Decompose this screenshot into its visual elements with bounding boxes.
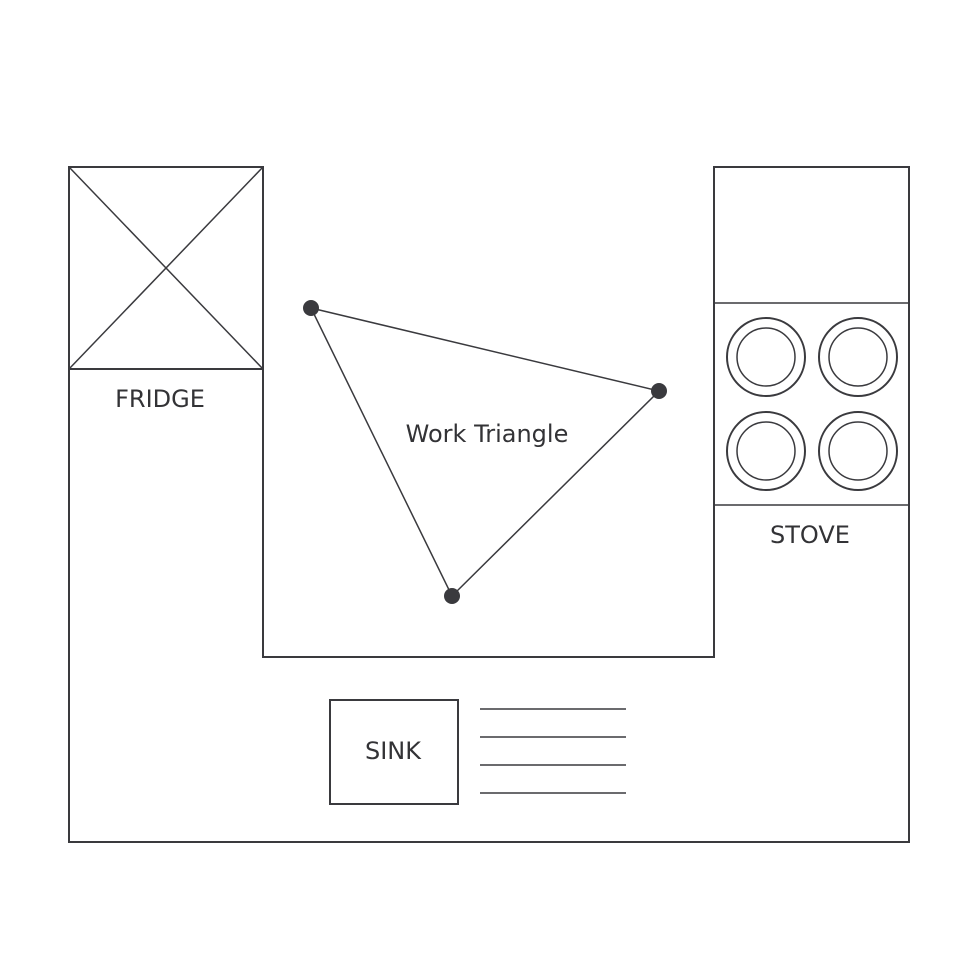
work-triangle-label: Work Triangle bbox=[406, 420, 569, 448]
sink-box bbox=[329, 699, 459, 805]
fridge-label: FRIDGE bbox=[115, 385, 205, 413]
stove bbox=[714, 302, 909, 506]
burner-top-right bbox=[818, 317, 898, 397]
fridge-cross-line-2 bbox=[68, 166, 264, 370]
stove-label: STOVE bbox=[770, 521, 850, 549]
burner-bottom-left bbox=[726, 411, 806, 491]
work-triangle bbox=[303, 300, 667, 604]
work-triangle-vertex-sink bbox=[444, 588, 460, 604]
burner-top-left bbox=[726, 317, 806, 397]
work-triangle-outline bbox=[309, 306, 661, 598]
work-triangle-vertex-fridge bbox=[303, 300, 319, 316]
sink-label: SINK bbox=[365, 737, 422, 765]
work-triangle-vertex-stove bbox=[651, 383, 667, 399]
burner-bottom-right bbox=[818, 411, 898, 491]
fridge-box bbox=[68, 166, 264, 370]
drainboard bbox=[480, 708, 626, 794]
sink bbox=[329, 699, 459, 805]
fridge bbox=[68, 166, 264, 370]
